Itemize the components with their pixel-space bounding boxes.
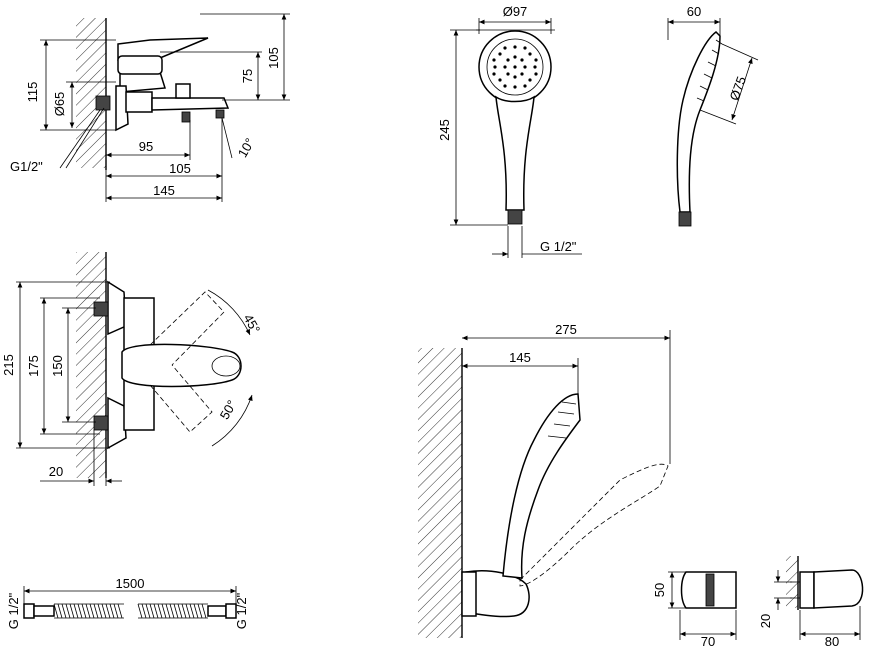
dim-145-holder: 145: [509, 350, 531, 365]
dim-105-horizontal: 105: [169, 161, 191, 176]
dim-97-dia: Ø97: [503, 4, 528, 19]
dim-115: 115: [25, 82, 40, 103]
handshower-side-view: 60 Ø75: [667, 4, 759, 227]
flange-bottom: [107, 396, 127, 450]
dim-thread-hose-right: G 1/2": [234, 592, 249, 629]
dim-20-detail: 20: [758, 614, 773, 628]
shower-side-thread: [678, 211, 692, 227]
shower-thread: [507, 209, 523, 225]
shower-handle: [495, 95, 535, 211]
wall-hatch-front: [76, 252, 106, 478]
dim-215: 215: [1, 354, 16, 376]
dim-thread-shower: G 1/2": [540, 239, 577, 254]
dim-20-front: 20: [49, 464, 63, 479]
holder-base-plate: [461, 571, 477, 617]
dim-275: 275: [555, 322, 577, 337]
spout: [151, 97, 230, 111]
hose-nut-right: [225, 603, 237, 619]
dim-105-vertical: 105: [266, 47, 281, 69]
connector-top: [93, 301, 109, 317]
hose-view: 1500 G 1/2" G 1/2": [6, 576, 249, 629]
shower-side-body: [676, 31, 721, 213]
mixer-front-view: 215 175 150 20 45° 50°: [1, 252, 263, 486]
shower-tilted-position: [519, 463, 669, 587]
lever-down-position: [149, 364, 213, 433]
dim-65-dia: Ø65: [52, 92, 67, 117]
hose-coil-right: [137, 603, 207, 619]
dim-95: 95: [139, 139, 153, 154]
holder-side-body: [813, 569, 864, 609]
dim-1500: 1500: [116, 576, 145, 591]
handshower-front-view: Ø97 245 G 1/2": [437, 4, 582, 258]
spout-aerator: [215, 109, 225, 119]
shower-in-holder: [502, 393, 581, 579]
dim-80: 80: [825, 634, 839, 649]
mixer-front-lever: [121, 343, 242, 388]
holder-slot: [705, 573, 715, 607]
holder-shower-ribs: [547, 401, 577, 439]
hose-nut-left: [23, 603, 35, 619]
hose-ferrule-left: [33, 605, 55, 617]
dim-10-deg: 10°: [235, 135, 258, 160]
hose-ferrule-right: [207, 605, 227, 617]
wall-flange: [115, 85, 129, 132]
holder-detail-views: 50 70 20 80: [652, 556, 864, 649]
angle-50: 50°: [217, 397, 240, 422]
dim-75: 75: [240, 69, 255, 83]
wall-holder: [465, 569, 530, 618]
wall-hatch-holder: [418, 348, 462, 638]
mixer-lever: [117, 37, 209, 61]
shower-face-ribs: [696, 39, 723, 102]
mixer-bar: [125, 91, 153, 113]
lever-up-position: [149, 291, 225, 366]
dim-75-dia: Ø75: [727, 74, 750, 102]
dim-50: 50: [652, 583, 667, 597]
dim-150: 150: [50, 355, 65, 377]
connector-bottom: [93, 415, 109, 431]
shower-outlet: [181, 111, 191, 123]
dim-70: 70: [701, 634, 715, 649]
dim-60: 60: [687, 4, 701, 19]
dim-thread-hose-left: G 1/2": [6, 592, 21, 629]
lever-tip: [211, 355, 241, 377]
spray-face: [486, 38, 544, 96]
angle-45: 45°: [240, 311, 263, 336]
dim-245: 245: [437, 119, 452, 141]
diverter-knob: [175, 83, 191, 99]
mixer-side-view: 115 Ø65 75 105 G1/2" 95 105 10° 145: [10, 13, 290, 202]
holder-wall-view: 275 145: [418, 322, 671, 638]
dim-thread-g12: G1/2": [10, 159, 43, 174]
eccentric-connector: [95, 95, 111, 111]
dim-175: 175: [26, 355, 41, 377]
dim-145: 145: [153, 183, 175, 198]
spray-nozzles: [492, 45, 538, 89]
holder-side-plate: [799, 571, 815, 609]
mixer-cartridge: [117, 55, 163, 75]
wall-hatch: [76, 18, 106, 168]
hose-coil-left: [53, 603, 123, 619]
